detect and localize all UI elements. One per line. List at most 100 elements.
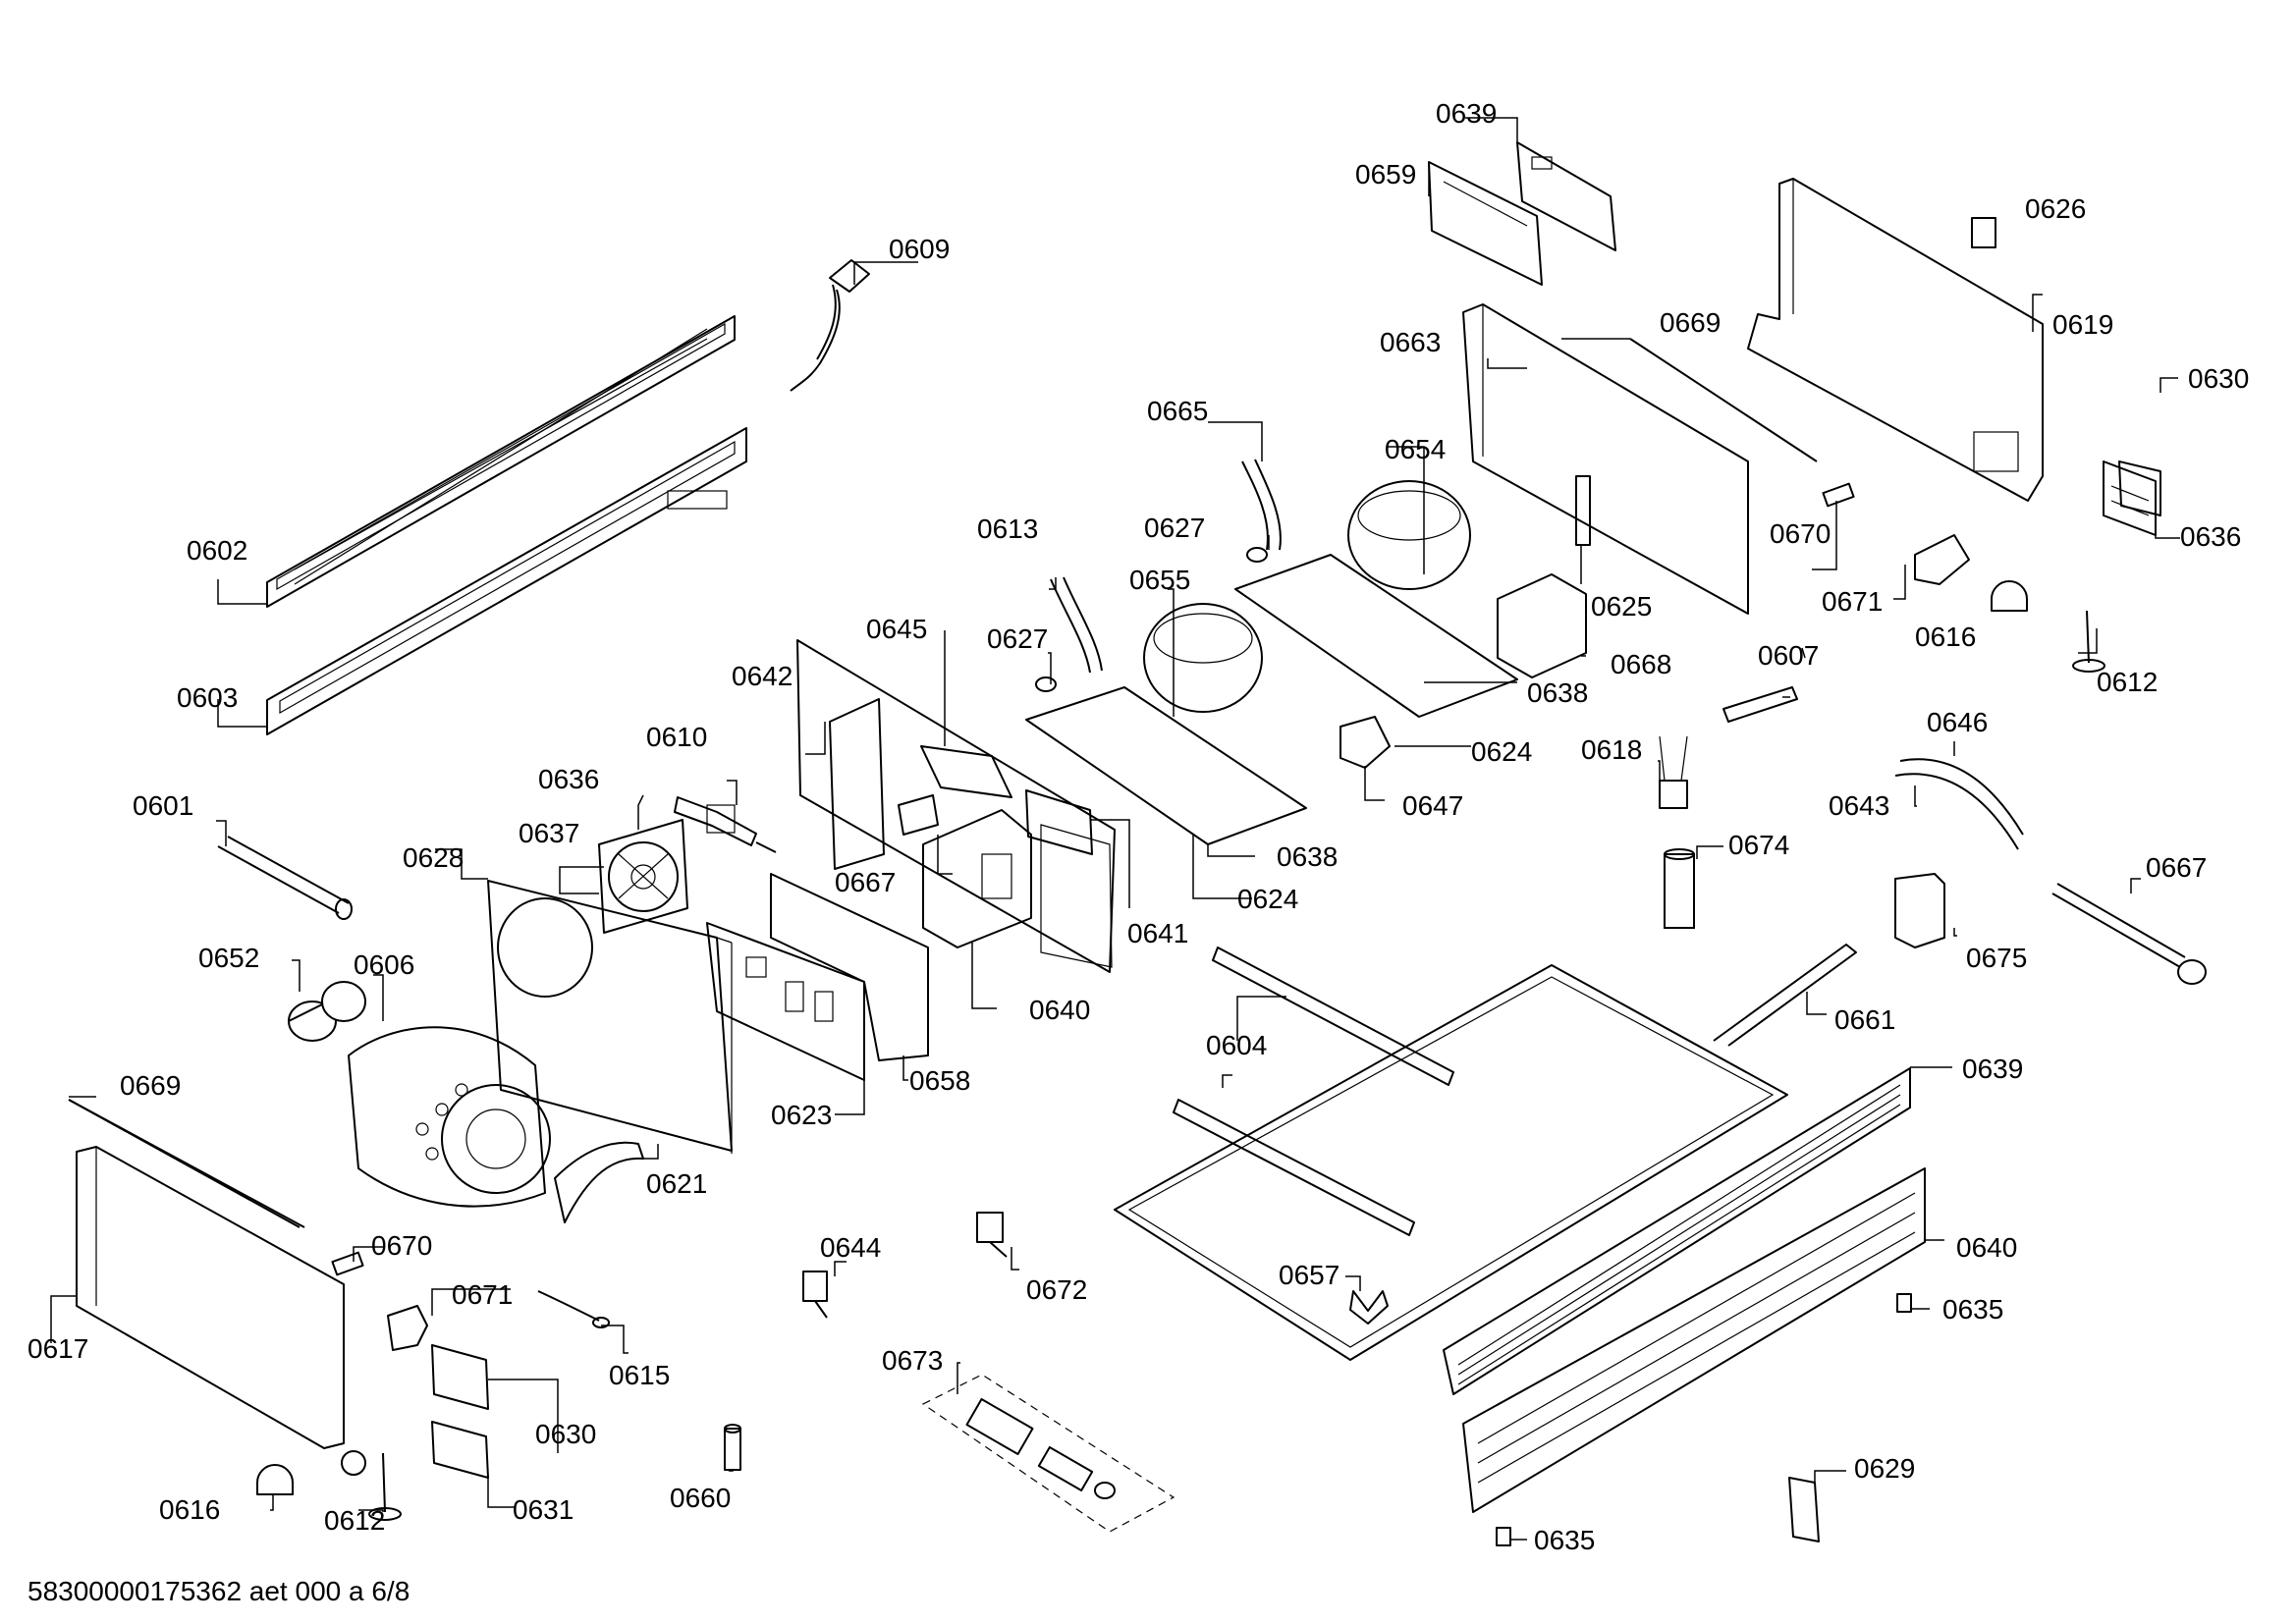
- label-0647: 0647: [1402, 790, 1463, 821]
- label-0657: 0657: [1279, 1260, 1339, 1290]
- part-0613-tube: [1050, 576, 1103, 674]
- part-0655-compressor: [1143, 603, 1263, 713]
- part-0623-module: [706, 873, 929, 1081]
- part-0616-clamp: [256, 580, 2028, 1495]
- label-0615: 0615: [609, 1360, 670, 1390]
- part-0603-panel: [266, 427, 747, 735]
- label-0601: 0601: [133, 790, 193, 821]
- part-0630-plate: [431, 460, 2161, 1410]
- label-0618: 0618: [1581, 734, 1642, 765]
- label-0638-mid: 0638: [1277, 841, 1338, 872]
- part-0602-panel: [266, 315, 736, 608]
- label-0624-mid: 0624: [1237, 884, 1298, 914]
- label-0627-top: 0627: [1144, 513, 1205, 543]
- label-0642: 0642: [732, 661, 793, 691]
- label-0609: 0609: [889, 234, 950, 264]
- label-0654: 0654: [1385, 434, 1446, 464]
- part-0657-clip: [1349, 1290, 1389, 1325]
- part-0661-bracket: [1713, 944, 1857, 1047]
- label-0635-top: 0635: [1942, 1294, 2003, 1325]
- label-0604: 0604: [1206, 1030, 1267, 1060]
- label-0610: 0610: [646, 722, 707, 752]
- label-0606: 0606: [354, 949, 414, 980]
- part-0640-box: [922, 809, 1032, 948]
- part-0652-cylinder: [288, 981, 366, 1042]
- part-0636-fan: [598, 819, 688, 934]
- part-0618-relay: [1659, 735, 1688, 809]
- label-0639: 0639: [1436, 98, 1497, 129]
- label-0670-right: 0670: [1770, 518, 1831, 549]
- part-0625-sensor: [1575, 475, 1591, 546]
- label-0658: 0658: [909, 1065, 970, 1096]
- part-0654-compressor: [1347, 480, 1471, 590]
- label-0643: 0643: [1829, 790, 1889, 821]
- label-0674: 0674: [1728, 830, 1789, 860]
- part-0633-grille: [1443, 1067, 1911, 1395]
- label-0629: 0629: [1854, 1453, 1915, 1484]
- label-0603: 0603: [177, 682, 238, 713]
- leader-lines: [50, 117, 2180, 1541]
- part-0663-back-panel: [1462, 303, 1749, 615]
- part-0626-clip: [1971, 217, 1996, 248]
- part-0609-power-cord: [790, 259, 870, 392]
- part-0617-side-panel: [68, 1099, 366, 1476]
- label-0637: 0637: [519, 818, 579, 848]
- part-0671-clip: [387, 534, 1970, 1351]
- label-0621: 0621: [646, 1168, 707, 1199]
- part-0670-pin: [331, 482, 1855, 1276]
- label-0667-right: 0667: [2146, 852, 2207, 883]
- part-0606-housing: [348, 1026, 551, 1208]
- label-0671-right: 0671: [1822, 586, 1883, 617]
- label-0628: 0628: [403, 842, 464, 873]
- label-0626: 0626: [2025, 193, 2086, 224]
- label-0636: 0636: [538, 764, 599, 794]
- part-0647-relay: [1339, 716, 1391, 769]
- part-labels: 0639 0659 0626 0609 0669 0619 0663 0630 …: [27, 98, 2249, 1555]
- part-0646-cable: [1894, 758, 2024, 850]
- part-0629-bracket: [1788, 1477, 1820, 1542]
- label-0634: 0640: [1956, 1232, 2017, 1263]
- label-0624-top: 0624: [1471, 736, 1532, 767]
- part-0610-switch: [674, 796, 777, 853]
- label-0645: 0645: [866, 614, 927, 644]
- part-0645-relay: [920, 745, 1012, 798]
- label-0668: 0668: [1611, 649, 1671, 679]
- label-0619: 0619: [2052, 309, 2113, 340]
- label-0671-left: 0671: [452, 1279, 513, 1310]
- part-0628-cover: [487, 880, 733, 1154]
- part-0634-grille: [1462, 1167, 1926, 1513]
- part-0674-capacitor: [1664, 848, 1695, 929]
- label-0641: 0641: [1127, 918, 1188, 948]
- label-0672: 0672: [1026, 1274, 1087, 1305]
- part-0667-cable: [2051, 883, 2207, 985]
- part-0641-component: [1025, 789, 1113, 968]
- label-0659: 0659: [1355, 159, 1416, 189]
- label-0646: 0646: [1927, 707, 1988, 737]
- label-0625: 0625: [1591, 591, 1652, 622]
- part-0642-base: [796, 639, 1116, 973]
- label-0669-bottom: 0669: [120, 1070, 181, 1101]
- label-0665: 0665: [1147, 396, 1208, 426]
- part-0601-rod: [217, 836, 353, 920]
- part-0621-bracket: [554, 1141, 644, 1223]
- part-0635-square: [1496, 1293, 1912, 1546]
- part-0669-rod: [68, 338, 1818, 1228]
- part-0673-filter: [921, 1374, 1175, 1533]
- label-0627-mid: 0627: [987, 623, 1048, 654]
- label-0616-left: 0616: [159, 1494, 220, 1525]
- label-0652: 0652: [198, 943, 259, 973]
- part-0631-plate: [431, 1421, 489, 1479]
- part-0672-valve: [976, 1212, 1008, 1258]
- label-0640: 0640: [1029, 995, 1090, 1025]
- part-0665-tube: [1241, 459, 1282, 551]
- label-0607: 0607: [1758, 640, 1819, 671]
- part-0624-plate: [1025, 554, 1518, 845]
- label-0632: 0636: [2180, 521, 2241, 552]
- label-0612-right: 0612: [2097, 667, 2158, 697]
- part-0607-terminal: [1722, 686, 1798, 723]
- label-0635-bottom: 0635: [1534, 1525, 1595, 1555]
- label-0617: 0617: [27, 1333, 88, 1364]
- label-0602: 0602: [187, 535, 247, 566]
- part-0619-frame: [1747, 178, 2044, 502]
